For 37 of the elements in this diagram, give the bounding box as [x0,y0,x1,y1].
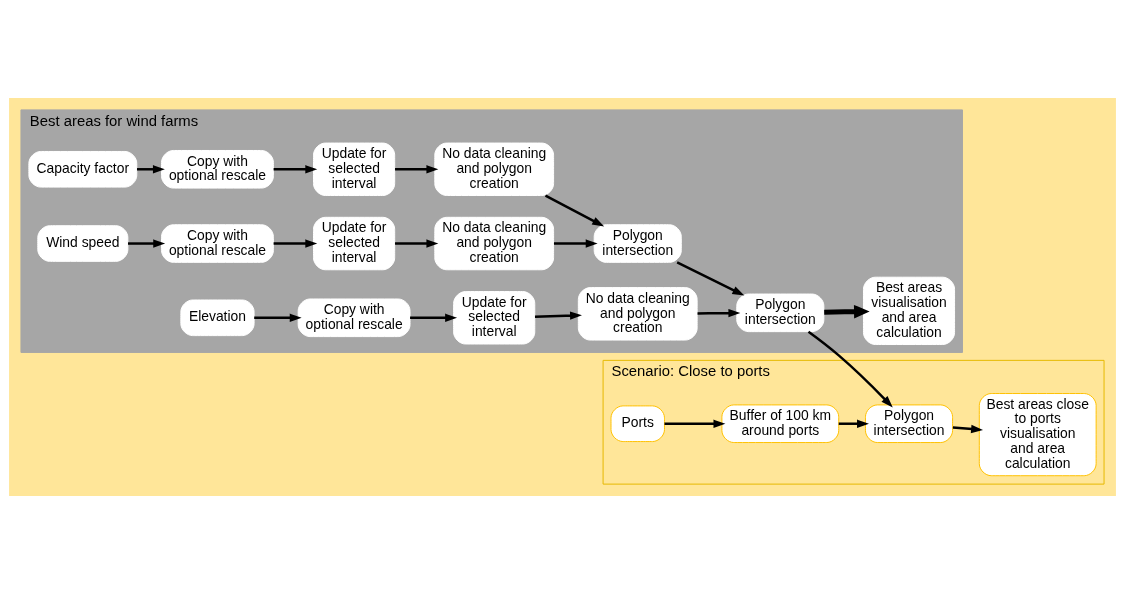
arrow [395,164,439,173]
node-box: Polygon intersection [736,293,825,332]
arrow [952,424,983,433]
arrow [676,260,745,296]
node-box: Elevation [180,298,255,336]
arrow [544,194,605,226]
node-box: Best areas close to ports visualisation and area calculation [978,392,1097,476]
arrow [273,238,318,248]
arrow [254,313,302,322]
node-box: Buffer of 100 km around ports [721,403,840,443]
node-box: Copy with optional rescale [161,149,274,189]
node-box: Copy with optional rescale [161,223,274,263]
arrow [395,238,439,248]
arrow [824,304,870,319]
node-box: No data cleaning and polygon creation [577,286,698,341]
node-box: Update for selected interval [313,142,396,196]
node-box: Update for selected interval [313,216,396,270]
node-box: Update for selected interval [453,290,536,345]
arrow [128,238,166,248]
node-box: Capacity factor [28,150,138,188]
arrow [838,419,869,428]
node-box: Polygon intersection [864,403,954,443]
arrow [554,238,598,248]
arrow [410,313,458,322]
node-box: Best areas visualisation and area calculation [863,276,956,345]
node-box: Polygon intersection [593,223,682,263]
arrow [664,419,726,428]
node-box: No data cleaning and polygon creation [434,142,555,196]
node-box: Ports [610,404,665,442]
arrow [273,164,318,173]
arrow [137,164,165,173]
node-box: No data cleaning and polygon creation [434,216,555,270]
node-box: Copy with optional rescale [297,298,411,337]
arrow [534,311,582,320]
node-box: Wind speed [37,224,129,262]
arrow [697,308,741,317]
arrow [807,330,893,407]
